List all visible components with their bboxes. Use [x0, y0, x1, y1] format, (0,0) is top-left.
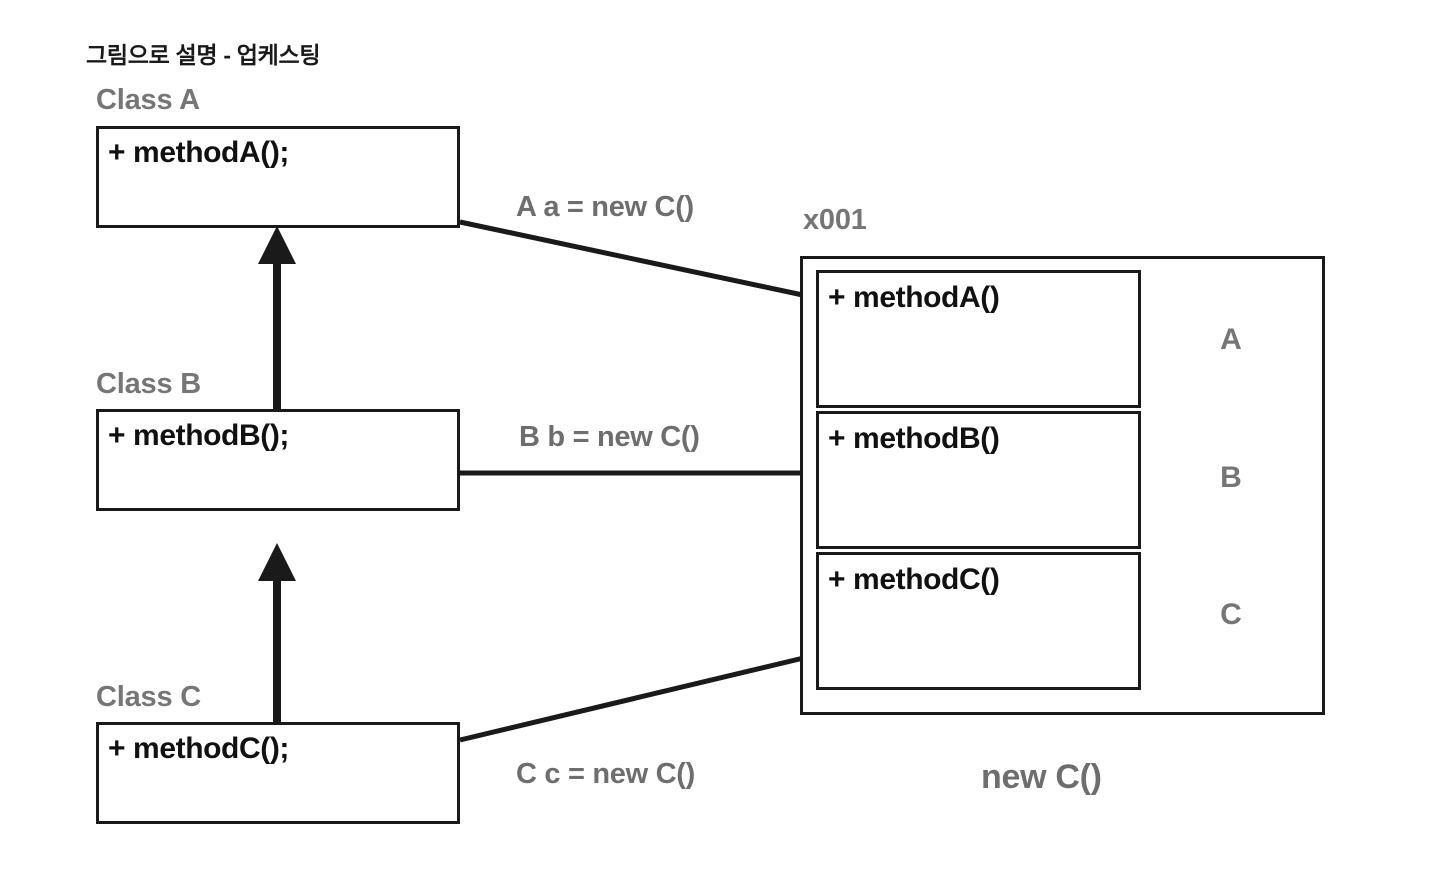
relation-label-c: C c = new C() — [516, 758, 695, 790]
reference-arrow-c — [459, 656, 812, 743]
object-panel[interactable]: + methodA() A + methodB() B + methodC() … — [800, 256, 1325, 715]
reference-arrow-a — [459, 219, 812, 297]
class-c-box[interactable]: + methodC(); — [96, 722, 460, 824]
class-c-method: + methodC(); — [108, 732, 290, 765]
object-slot-b-tag: B — [1220, 461, 1242, 494]
inheritance-arrow-c-to-b — [258, 543, 296, 723]
object-slot-c[interactable]: + methodC() — [816, 552, 1141, 690]
object-slot-a[interactable]: + methodA() — [816, 270, 1141, 408]
object-slot-a-method: + methodA() — [828, 281, 1000, 314]
class-b-method: + methodB(); — [108, 419, 290, 452]
class-b-caption: Class B — [96, 368, 201, 400]
object-slot-c-method: + methodC() — [828, 563, 1000, 596]
relation-label-b: B b = new C() — [519, 421, 700, 453]
object-slot-c-tag: C — [1220, 598, 1242, 631]
inheritance-arrow-b-to-a — [258, 226, 296, 410]
class-a-method: + methodA(); — [108, 136, 290, 169]
object-slot-b[interactable]: + methodB() — [816, 411, 1141, 549]
object-address-label: x001 — [803, 204, 867, 236]
class-a-caption: Class A — [96, 84, 200, 116]
class-a-box[interactable]: + methodA(); — [96, 126, 460, 228]
object-footer-label: new C() — [981, 758, 1102, 796]
object-slot-a-tag: A — [1220, 323, 1242, 356]
page-title: 그림으로 설명 - 업케스팅 — [86, 42, 321, 68]
relation-label-a: A a = new C() — [516, 191, 694, 223]
object-slot-b-method: + methodB() — [828, 422, 1000, 455]
class-b-box[interactable]: + methodB(); — [96, 409, 460, 511]
class-c-caption: Class C — [96, 681, 201, 713]
